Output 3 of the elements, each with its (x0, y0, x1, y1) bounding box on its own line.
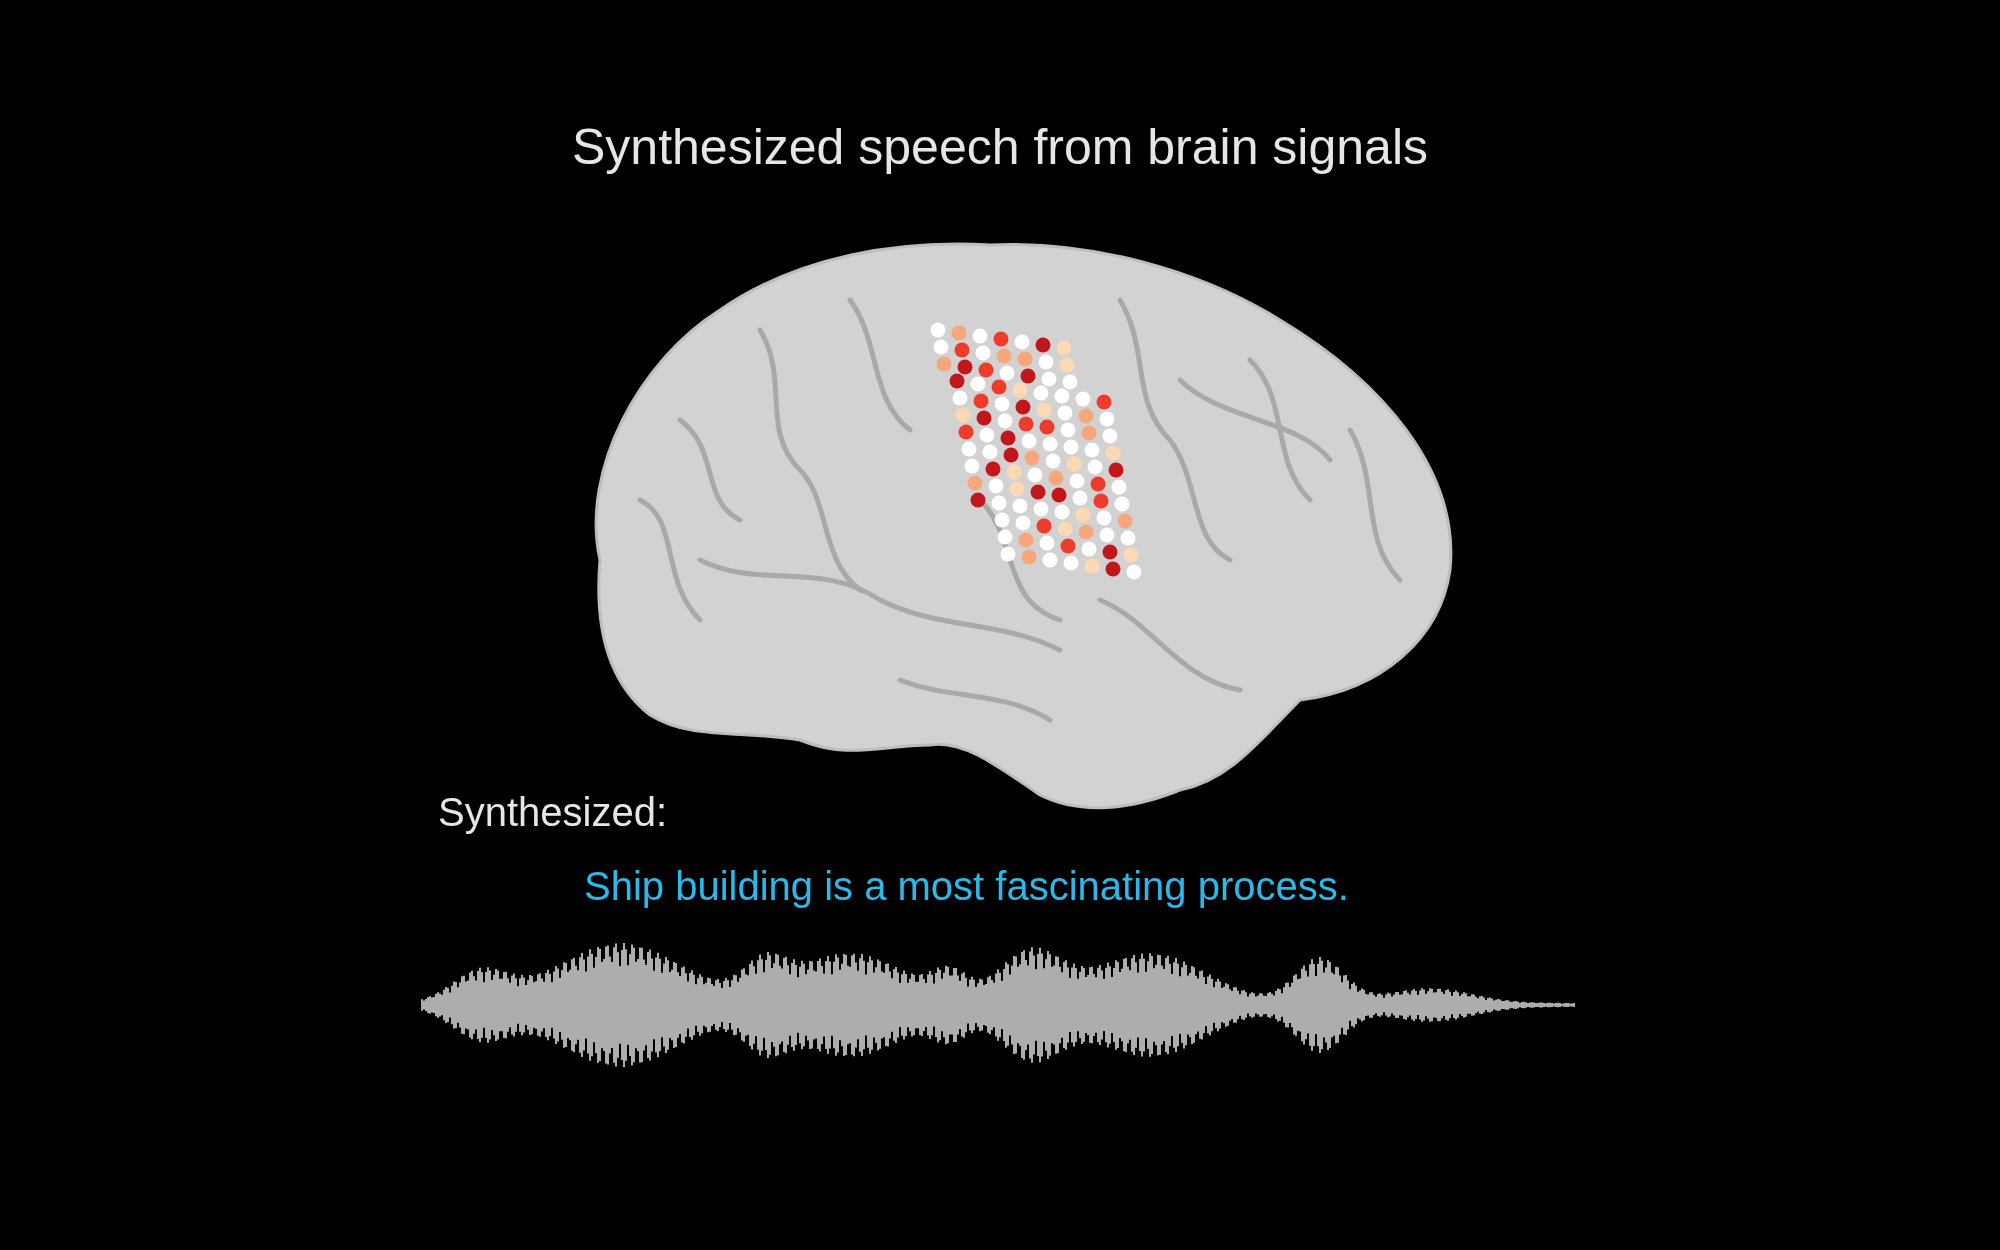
transcript-text: Ship building is a most fascinating process. (584, 864, 1349, 909)
section-label: Synthesized: (438, 790, 668, 835)
title: Synthesized speech from brain signals (571, 118, 1429, 176)
